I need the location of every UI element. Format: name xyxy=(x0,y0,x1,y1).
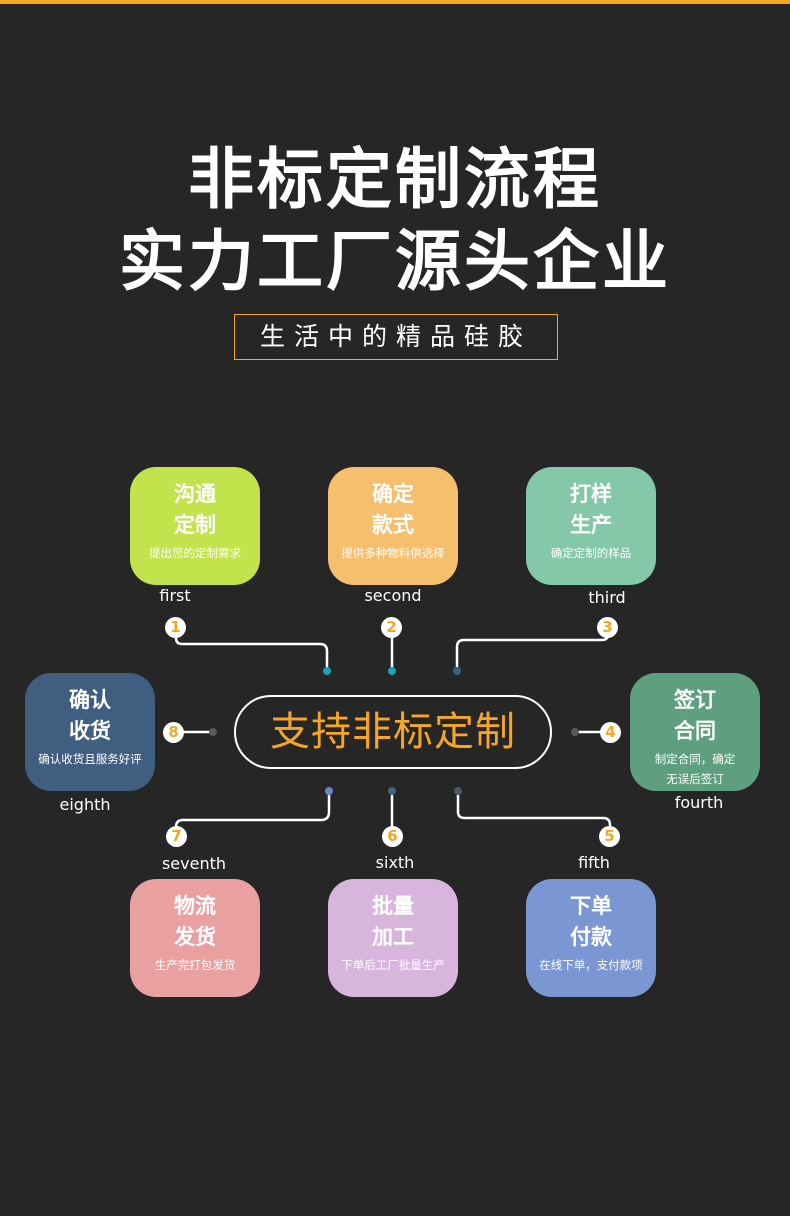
step-card-6: 批量 加工 下单后工厂批量生产 xyxy=(328,879,458,997)
top-accent-bar xyxy=(0,0,790,4)
step-number-3: 3 xyxy=(597,617,618,638)
step-title: 款式 xyxy=(372,513,414,537)
step-card-2: 确定 款式 提供多种物料供选择 xyxy=(328,467,458,585)
step-description: 制定合同，确定 xyxy=(654,752,736,766)
step-title: 加工 xyxy=(372,925,414,949)
step-title: 定制 xyxy=(174,513,216,537)
center-label: 支持非标定制 xyxy=(234,695,552,769)
step-title: 确定 xyxy=(372,482,414,506)
step-description: 提出您的定制需求 xyxy=(149,546,241,560)
step-ordinal-6: sixth xyxy=(375,853,415,872)
page-title-line1: 非标定制流程 xyxy=(188,141,602,218)
step-title: 下单 xyxy=(570,894,612,918)
step-card-7: 物流 发货 生产完打包发货 xyxy=(130,879,260,997)
page-title-line2: 实力工厂源头企业 xyxy=(119,223,671,300)
step-card-5: 下单 付款 在线下单，支付款项 xyxy=(526,879,656,997)
step-number-5: 5 xyxy=(599,826,620,847)
step-number-8: 8 xyxy=(163,722,184,743)
step-title: 物流 xyxy=(174,894,216,918)
step-title: 合同 xyxy=(674,719,716,743)
step-title: 付款 xyxy=(570,925,612,949)
step-title: 沟通 xyxy=(174,482,216,506)
step-card-8: 确认 收货 确认收货且服务好评 xyxy=(25,673,155,791)
step-description: 提供多种物料供选择 xyxy=(341,546,445,560)
step-number-7: 7 xyxy=(166,826,187,847)
page-subtitle: 生活中的精品硅胶 xyxy=(234,314,558,360)
step-title: 签订 xyxy=(674,688,716,712)
step-title: 收货 xyxy=(69,719,111,743)
step-number-2: 2 xyxy=(381,617,402,638)
step-ordinal-4: fourth xyxy=(674,793,724,812)
step-title: 确认 xyxy=(69,688,111,712)
step-ordinal-2: second xyxy=(364,586,422,605)
step-description: 生产完打包发货 xyxy=(154,958,236,972)
step-number-4: 4 xyxy=(600,722,621,743)
step-ordinal-1: first xyxy=(159,586,191,605)
step-ordinal-8: eighth xyxy=(59,795,111,814)
step-title: 生产 xyxy=(570,513,612,537)
step-card-3: 打样 生产 确定定制的样品 xyxy=(526,467,656,585)
step-ordinal-3: third xyxy=(588,588,626,607)
step-card-1: 沟通 定制 提出您的定制需求 xyxy=(130,467,260,585)
step-description: 下单后工厂批量生产 xyxy=(341,958,445,972)
step-number-1: 1 xyxy=(165,617,186,638)
step-title: 批量 xyxy=(372,894,414,918)
step-ordinal-7: seventh xyxy=(161,854,227,873)
step-description: 无误后签订 xyxy=(666,772,724,786)
step-title: 发货 xyxy=(174,925,216,949)
step-description: 确认收货且服务好评 xyxy=(38,752,142,766)
step-title: 打样 xyxy=(570,482,612,506)
step-description: 确定定制的样品 xyxy=(550,546,632,560)
step-description: 在线下单，支付款项 xyxy=(539,958,643,972)
step-card-4: 签订 合同 制定合同，确定 无误后签订 xyxy=(630,673,760,791)
step-number-6: 6 xyxy=(382,826,403,847)
step-ordinal-5: fifth xyxy=(578,853,610,872)
